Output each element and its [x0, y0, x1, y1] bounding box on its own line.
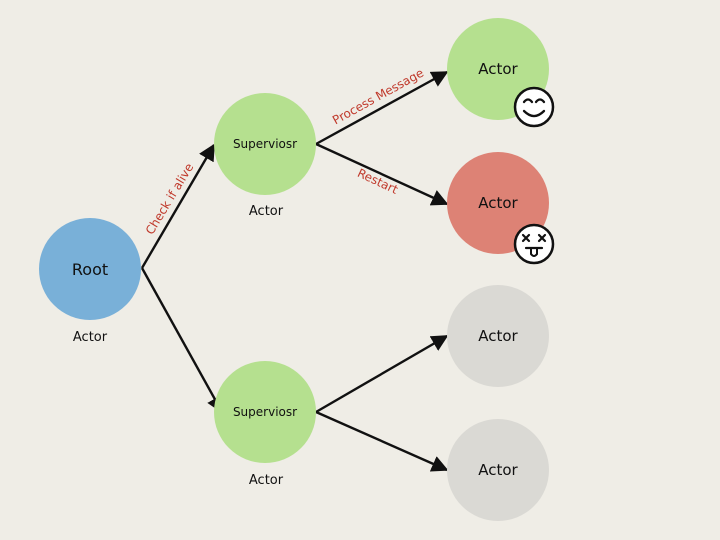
edge-label-restart: Restart: [355, 166, 400, 197]
edge-supervisor-bottom-to-actor-grey-1: [315, 334, 449, 414]
actor-happy-label: Actor: [478, 60, 518, 78]
actor-happy-node: Actor: [447, 18, 555, 128]
actor-grey-2-label: Actor: [478, 461, 518, 479]
supervisor-bottom-label: Superviosr: [233, 405, 297, 419]
supervisor-bottom-node: Superviosr Actor: [214, 361, 316, 488]
edge-supervisor-top-to-actor-dead: [315, 142, 449, 206]
root-node: Root Actor: [39, 218, 141, 345]
happy-face-icon: [513, 86, 555, 128]
actor-grey-2-circle: [447, 419, 549, 521]
edge-supervisor-top-to-actor-happy: [315, 70, 449, 146]
edges: [140, 70, 449, 472]
edge-root-to-supervisor-bottom: [140, 267, 224, 414]
edge-supervisor-bottom-to-actor-grey-2: [315, 410, 449, 472]
root-label: Root: [72, 260, 108, 279]
actor-grey-1-circle: [447, 285, 549, 387]
dead-face-icon: [513, 223, 555, 265]
edge-label-check-alive: Check if alive: [143, 161, 197, 237]
actor-dead-node: Actor: [447, 152, 555, 265]
supervisor-top-circle: [214, 93, 316, 195]
supervisor-top-label: Superviosr: [233, 137, 297, 151]
actor-grey-1-node: Actor: [447, 285, 549, 387]
actor-grey-2-node: Actor: [447, 419, 549, 521]
supervisor-bottom-circle: [214, 361, 316, 463]
root-circle: [39, 218, 141, 320]
supervisor-top-caption: Actor: [249, 204, 284, 219]
edge-root-to-supervisor-top: [140, 143, 216, 269]
edge-label-process-message: Process Message: [330, 66, 426, 128]
root-caption: Actor: [73, 330, 108, 345]
actor-grey-1-label: Actor: [478, 327, 518, 345]
actor-dead-label: Actor: [478, 194, 518, 212]
supervisor-bottom-caption: Actor: [249, 473, 284, 488]
supervisor-top-node: Superviosr Actor: [214, 93, 316, 219]
